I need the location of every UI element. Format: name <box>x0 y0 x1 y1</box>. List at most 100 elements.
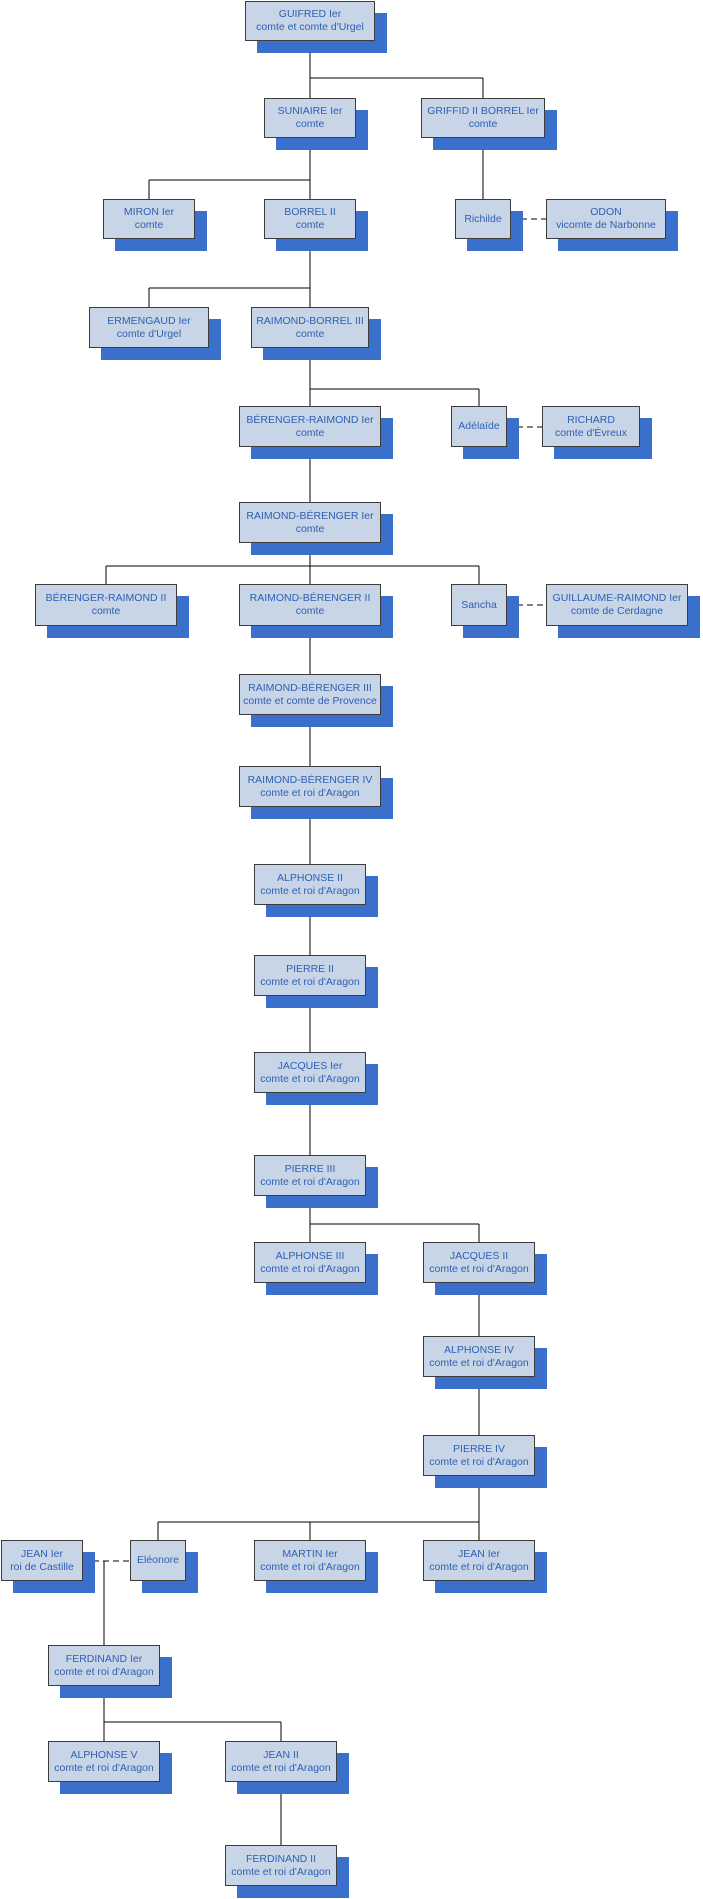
node-name: RAIMOND-BÉRENGER II <box>249 592 371 604</box>
node-name: ODON <box>590 206 622 218</box>
node-name: RICHARD <box>567 413 615 426</box>
node-title: comte <box>468 118 498 130</box>
node-name: JACQUES Ier <box>277 1059 343 1072</box>
node-title: vicomte de Narbonne <box>556 219 656 231</box>
node-name: GUILLAUME-RAIMOND Ier <box>552 592 682 604</box>
node-name: BORREL II <box>284 206 336 218</box>
node-title: comte <box>91 605 121 617</box>
node-title: comte et roi d'Aragon <box>260 1560 360 1573</box>
node-title: comte et comte d'Urgel <box>256 21 364 33</box>
node-title: comte et roi d'Aragon <box>260 1262 360 1275</box>
node-name: RAIMOND-BORREL III <box>256 314 364 327</box>
node-title: comte et roi d'Aragon <box>429 1455 529 1468</box>
node-sancha[interactable]: Sancha <box>451 584 507 626</box>
node-title: roi de Castille <box>10 1560 74 1573</box>
node-name: MARTIN Ier <box>282 1547 338 1560</box>
node-name: MIRON Ier <box>123 206 175 218</box>
node-title: comte et roi d'Aragon <box>54 1761 154 1774</box>
node-name: PIERRE IV <box>453 1442 505 1455</box>
node-title: comte <box>295 118 325 130</box>
node-name: ALPHONSE II <box>277 871 343 884</box>
node-name: JACQUES II <box>449 1249 509 1262</box>
node-name: JEAN Ier <box>457 1547 500 1560</box>
node-name: FERDINAND II <box>245 1852 316 1865</box>
node-name: PIERRE II <box>286 962 334 975</box>
node-title: comte <box>295 522 325 535</box>
node-title: comte <box>295 426 325 439</box>
node-title: comte de Cerdagne <box>570 605 664 617</box>
node-title: comte <box>295 605 325 617</box>
node-name: ALPHONSE IV <box>443 1343 515 1356</box>
node-richilde[interactable]: Richilde <box>455 199 511 239</box>
node-name: FERDINAND Ier <box>65 1652 143 1665</box>
node-name: RAIMOND-BÉRENGER III <box>248 681 372 694</box>
node-name: ALPHONSE V <box>70 1748 138 1761</box>
node-name: GUIFRED Ier <box>278 8 342 20</box>
node-adelaide[interactable]: Adélaïde <box>451 406 507 447</box>
node-title: comte et roi d'Aragon <box>260 1175 360 1188</box>
node-name: PIERRE III <box>284 1162 336 1175</box>
node-name: ALPHONSE III <box>275 1249 345 1262</box>
node-title: comte <box>295 327 325 340</box>
node-title: comte et roi d'Aragon <box>429 1560 529 1573</box>
node-name: Sancha <box>461 598 497 611</box>
node-title: comte et roi d'Aragon <box>231 1865 331 1878</box>
node-title: comte et roi d'Aragon <box>54 1665 154 1678</box>
node-eleonore[interactable]: Eléonore <box>130 1540 186 1581</box>
node-title: comte et roi d'Aragon <box>260 1072 360 1085</box>
node-name: RAIMOND-BÉRENGER Ier <box>246 509 374 522</box>
node-title: comte et roi d'Aragon <box>260 884 360 897</box>
node-name: BÉRENGER-RAIMOND Ier <box>246 413 374 426</box>
node-name: JEAN Ier <box>20 1547 63 1560</box>
node-name: Eléonore <box>136 1554 180 1566</box>
node-name: RAIMOND-BÉRENGER IV <box>247 773 373 786</box>
node-name: Richilde <box>464 212 502 225</box>
node-title: comte et roi d'Aragon <box>260 786 360 799</box>
node-name: ERMENGAUD Ier <box>107 314 191 327</box>
node-title: comte et roi d'Aragon <box>260 975 360 988</box>
node-name: BÉRENGER-RAIMOND II <box>45 592 167 604</box>
node-name: Adélaïde <box>458 420 500 432</box>
node-title: comte et roi d'Aragon <box>429 1262 529 1275</box>
node-title: comte <box>295 219 325 231</box>
node-title: comte <box>134 219 164 231</box>
node-title: comte d'Urgel <box>116 327 182 340</box>
node-name: GRIFFID II BORREL Ier <box>427 105 539 117</box>
node-name: SUNIAIRE Ier <box>277 105 343 117</box>
node-title: comte d'Évreux <box>554 426 628 439</box>
node-title: comte et roi d'Aragon <box>231 1761 331 1774</box>
node-title: comte et roi d'Aragon <box>429 1356 529 1369</box>
